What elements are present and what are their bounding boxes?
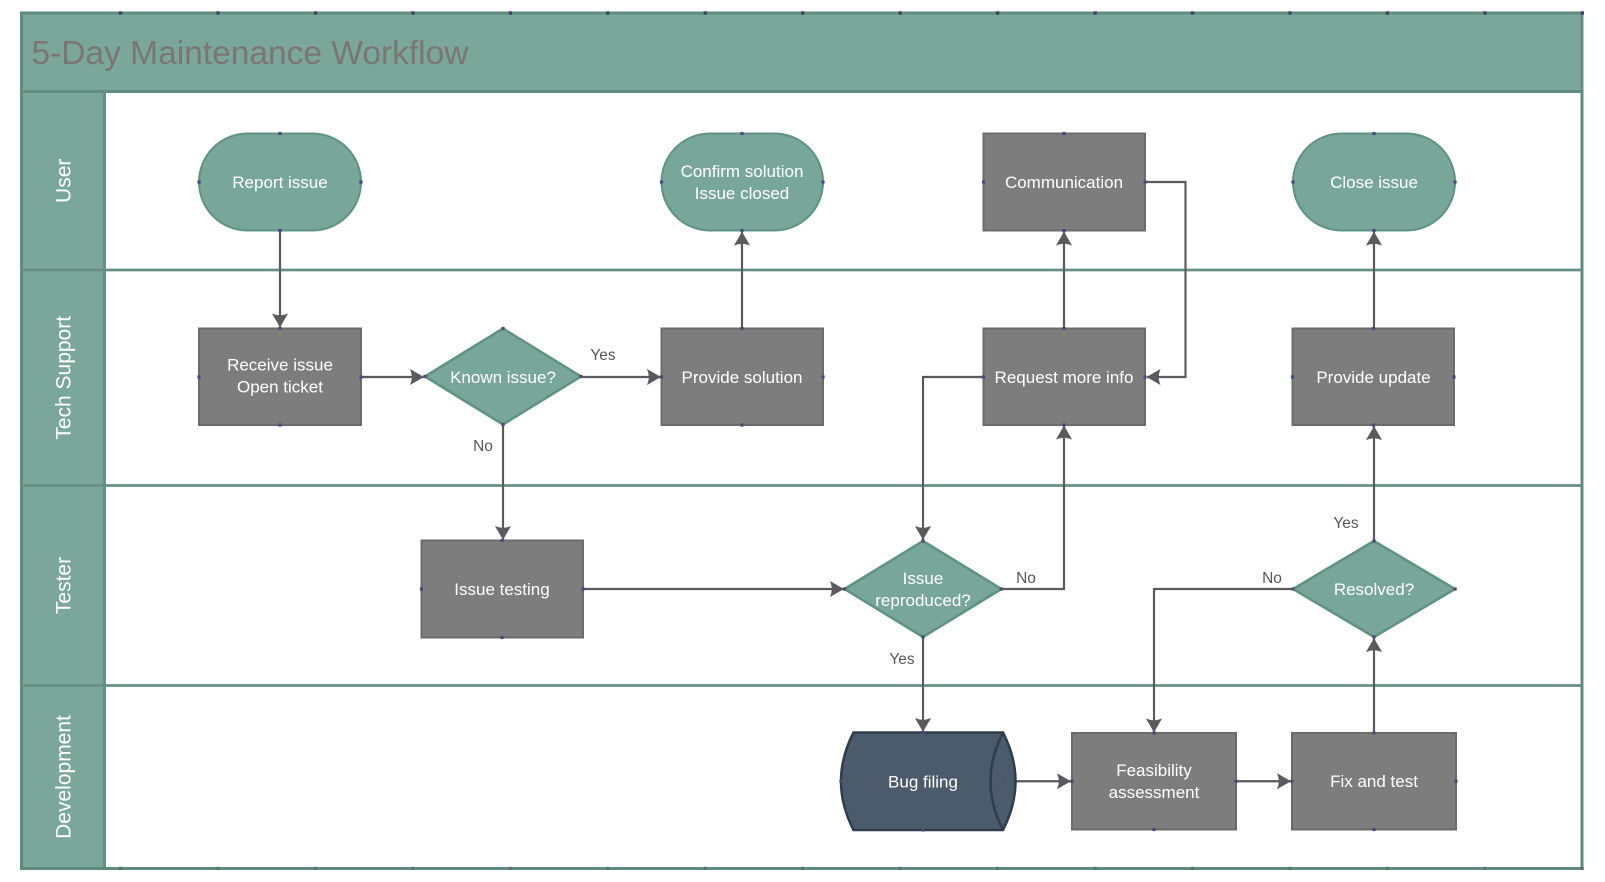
- svg-text:Provide solution: Provide solution: [682, 368, 803, 387]
- svg-text:Issue testing: Issue testing: [454, 580, 549, 599]
- svg-text:Known issue?: Known issue?: [450, 368, 556, 387]
- svg-text:No: No: [1262, 570, 1282, 587]
- svg-text:Open ticket: Open ticket: [237, 378, 323, 397]
- svg-text:Receive issue: Receive issue: [227, 356, 333, 375]
- svg-text:Request more info: Request more info: [995, 368, 1134, 387]
- svg-text:Provide update: Provide update: [1316, 368, 1430, 387]
- svg-text:Tech Support: Tech Support: [52, 316, 75, 440]
- svg-text:Report issue: Report issue: [232, 173, 327, 192]
- svg-text:Resolved?: Resolved?: [1334, 580, 1414, 599]
- svg-text:Yes: Yes: [889, 651, 915, 668]
- svg-text:No: No: [1016, 570, 1036, 587]
- svg-text:Development: Development: [52, 715, 75, 839]
- svg-text:Issue closed: Issue closed: [695, 184, 790, 203]
- svg-text:User: User: [52, 159, 75, 203]
- svg-text:Bug filing: Bug filing: [888, 773, 958, 792]
- svg-text:Issue: Issue: [903, 569, 944, 588]
- svg-text:reproduced?: reproduced?: [875, 591, 970, 610]
- svg-text:5-Day Maintenance Workflow: 5-Day Maintenance Workflow: [32, 35, 470, 72]
- svg-text:Fix and test: Fix and test: [1330, 772, 1418, 791]
- svg-text:Feasibility: Feasibility: [1116, 761, 1192, 780]
- svg-text:Confirm solution: Confirm solution: [681, 162, 804, 181]
- svg-text:assessment: assessment: [1109, 783, 1200, 802]
- svg-text:Communication: Communication: [1005, 173, 1123, 192]
- svg-text:Tester: Tester: [52, 557, 75, 614]
- svg-text:Close issue: Close issue: [1330, 173, 1418, 192]
- svg-text:No: No: [473, 438, 493, 455]
- svg-text:Yes: Yes: [1333, 515, 1359, 532]
- svg-text:Yes: Yes: [590, 347, 616, 364]
